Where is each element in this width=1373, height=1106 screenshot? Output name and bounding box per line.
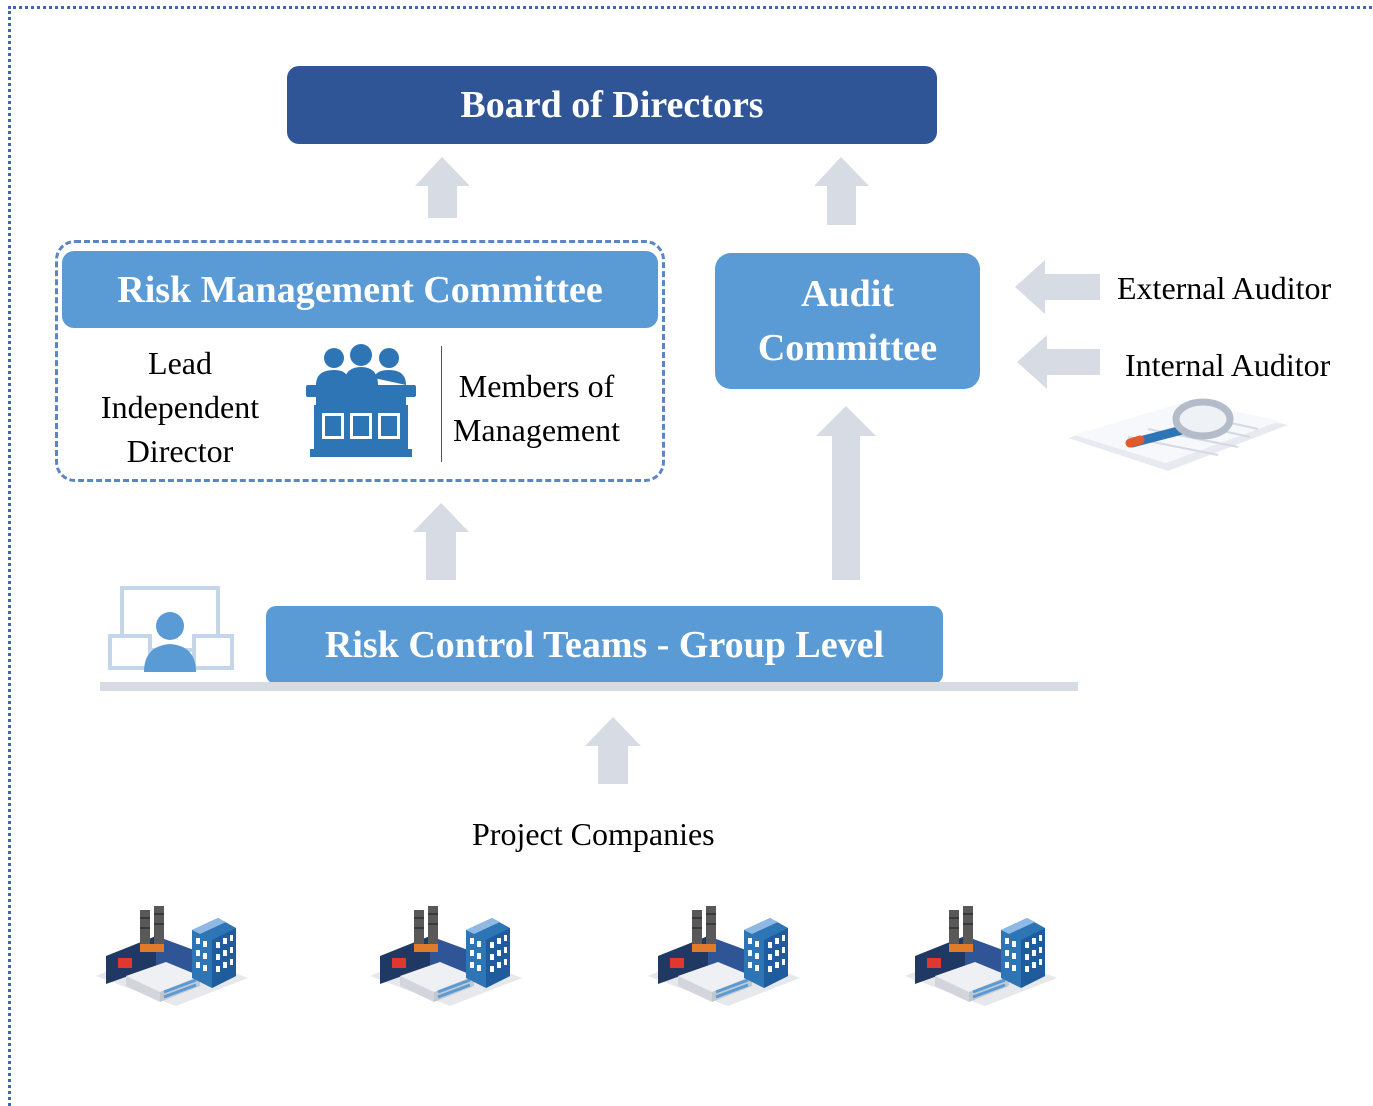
audit-committee-label: Audit Committee	[757, 273, 938, 369]
factory-building-icon	[96, 906, 248, 1006]
members-of-management-text: Members of Management	[452, 368, 621, 448]
risk-control-label: Risk Control Teams - Group Level	[324, 624, 885, 666]
risk-committee-container	[55, 240, 665, 482]
lead-independent-director-text: Lead Independent Director	[100, 345, 260, 469]
factory-building-icon	[648, 906, 800, 1006]
magnifier-document-icon	[1068, 398, 1288, 471]
divider-line	[441, 346, 442, 462]
arrow-project-to-rct	[585, 717, 641, 784]
arrow-internal-to-audit	[1017, 335, 1100, 389]
committee-group-icon	[306, 344, 416, 457]
project-companies-text: Project Companies	[472, 816, 715, 852]
arrow-audit-to-board	[814, 157, 869, 225]
board-label: Board of Directors	[460, 84, 764, 126]
external-auditor-text: External Auditor	[1117, 270, 1332, 306]
diagram-frame	[8, 6, 1373, 1106]
internal-auditor-text: Internal Auditor	[1125, 347, 1331, 383]
factory-building-icon	[905, 906, 1057, 1006]
audit-committee-box: Audit Committee	[715, 253, 980, 389]
arrow-rct-to-rmc	[413, 503, 469, 580]
monitor-person-icon	[108, 586, 234, 672]
arrow-external-to-audit	[1015, 260, 1100, 314]
risk-management-committee-box: Risk Management Committee	[62, 251, 658, 328]
flow-arrows	[413, 157, 1100, 784]
risk-committee-label: Risk Management Committee	[117, 268, 603, 311]
arrow-rmc-to-board	[415, 157, 470, 218]
group-level-baseline	[100, 682, 1078, 691]
arrow-rct-to-audit	[816, 406, 876, 580]
board-of-directors-box: Board of Directors	[287, 66, 937, 144]
factory-building-icon	[370, 906, 522, 1006]
risk-control-teams-box: Risk Control Teams - Group Level	[266, 606, 943, 684]
